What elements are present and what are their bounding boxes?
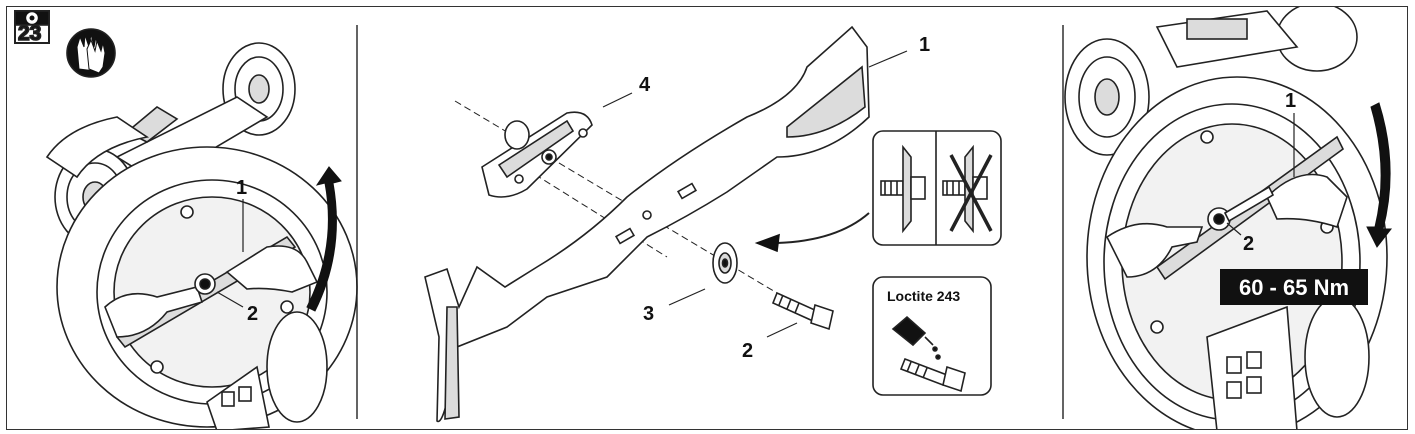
center-callout-1: 1 <box>919 34 930 56</box>
illustration-canvas: 23 <box>14 7 1393 429</box>
gloves-icon <box>66 28 116 78</box>
center-panel <box>424 25 908 423</box>
blade-bolt <box>771 291 834 331</box>
camera-icon <box>14 10 50 44</box>
left-panel: 23 <box>14 10 358 429</box>
hand-right-top <box>1266 173 1348 229</box>
blade-support-flange <box>481 111 593 198</box>
center-callout-4: 4 <box>639 74 651 96</box>
torque-badge: 60 - 65 Nm <box>1220 269 1368 305</box>
curved-arrow-up-icon <box>306 166 342 312</box>
blade-washer <box>712 242 738 284</box>
loctite-inset <box>872 276 992 396</box>
step-number: 23 <box>18 22 41 45</box>
right-panel <box>1064 7 1388 429</box>
curved-arrow-down-icon <box>1366 102 1393 248</box>
bolt-icon <box>899 357 966 393</box>
hand-left <box>104 286 204 338</box>
left-callout-2: 2 <box>247 303 258 325</box>
torque-label: 60 - 65 Nm <box>1239 275 1349 300</box>
center-callout-2: 2 <box>742 340 753 362</box>
mower-blade <box>424 25 870 423</box>
center-callout-3: 3 <box>643 303 654 325</box>
adhesive-tube-icon <box>891 315 927 347</box>
hand-left-bottom <box>1105 222 1204 278</box>
adhesive-label: Loctite 243 <box>887 288 960 304</box>
manual-illustration: 23 <box>6 6 1408 430</box>
right-callout-2: 2 <box>1243 233 1254 255</box>
hand-right <box>225 245 319 293</box>
pointer-arrow <box>776 212 870 244</box>
left-callout-1: 1 <box>236 177 247 199</box>
washer-orientation-icon <box>872 130 1002 246</box>
right-callout-1: 1 <box>1285 90 1296 112</box>
